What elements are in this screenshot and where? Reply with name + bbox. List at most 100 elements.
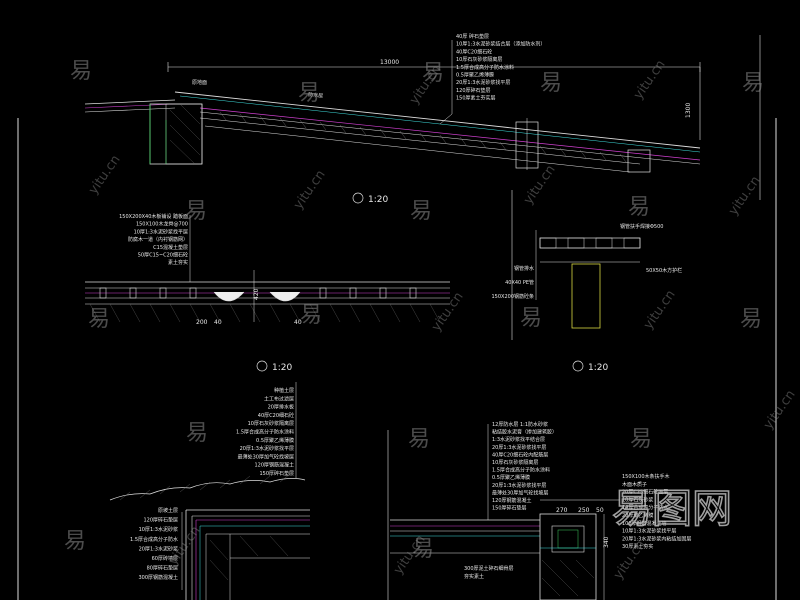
section-deck-notes: 150X200X40木板铺设 踏板面150X100木龙骨@70010厚1:3水泥… <box>119 213 188 266</box>
layer-note: 150厚碎石垫层 <box>259 470 294 477</box>
watermark-char: 易 <box>540 71 562 96</box>
layer-note: 钢管排水 <box>514 265 534 272</box>
layer-note: 40厚C20细石砼 <box>258 412 294 419</box>
dim-200: 200 <box>196 319 208 326</box>
dim-40-right: 40 <box>294 319 302 326</box>
watermark-char: 易 <box>410 199 432 224</box>
layer-note: C15混凝土垫层 <box>153 244 188 251</box>
scale-label: 1:20 <box>272 363 292 373</box>
section-deck: 420 200 40 40 1:20 <box>85 215 450 373</box>
layer-note: 40X40 PE管 <box>505 279 534 286</box>
watermark-logo: 易图网 <box>612 486 732 532</box>
watermark-url: yitu.cn <box>631 58 669 103</box>
watermark-char: 易 <box>520 306 542 331</box>
railing-right-note: 50X50木方护栏 <box>646 267 682 274</box>
layer-note: 20厚聚乙烯膜 <box>622 512 653 519</box>
watermark-url: yitu.cn <box>429 290 467 335</box>
watermark-char: 易 <box>408 427 430 452</box>
layer-note: 最薄处30厚加气砼找坡层 <box>492 489 548 496</box>
layer-note: 100厚钢筋混凝土墙 <box>622 520 667 527</box>
section-planter <box>109 382 310 600</box>
watermark-char: 易 <box>740 307 762 332</box>
layer-note: 10厚石灰砂浆 <box>622 496 653 503</box>
layer-note: 10厚石灰砂浆隔离层 <box>248 420 294 427</box>
dim-270: 270 <box>556 507 568 514</box>
layer-note: 10厚1:3水泥砂浆结合层（添加防水剂） <box>456 41 545 48</box>
watermark-url: yitu.cn <box>726 174 764 219</box>
layer-note: 20厚C25细石砼面层 <box>622 489 668 496</box>
layer-note: 40厚 碎石垫层 <box>456 33 489 40</box>
dim-50: 50 <box>596 507 604 514</box>
section-pool-edge: 270 250 50 340 300厚泥土碎石细骨层 夯实素土 <box>390 424 620 600</box>
layer-note: 1.5厚合成高分子防水涂料 <box>236 429 294 436</box>
section-number-circle <box>256 360 268 372</box>
layer-note: 12厚防水层 1:1防水砂浆 <box>492 421 548 428</box>
layer-note: 1.5厚合成高分子防水 <box>130 536 178 543</box>
layer-note: 150厚素土夯实层 <box>456 95 496 102</box>
watermark-char: 易 <box>412 537 434 562</box>
watermark-char: 易 <box>185 199 207 224</box>
layer-note: 120厚钢筋混凝土 <box>254 462 294 469</box>
layer-note: 120厚碎石垫层 <box>456 87 491 94</box>
layer-note: 10厚1:3水泥砂浆找平层 <box>622 528 676 535</box>
section-ramp-notes: 40厚 碎石垫层10厚1:3水泥砂浆结合层（添加防水剂）40厚C20细石砼10厚… <box>456 33 545 102</box>
label-original-ground: 原地面 <box>192 79 207 86</box>
layer-note: 20厚1:3水泥砂浆找平层 <box>240 445 294 452</box>
section-number-circle <box>352 192 364 204</box>
layer-note: 1.5厚合成高分子防水涂料 <box>492 467 550 474</box>
layer-note: 1.5厚合成高分子防水涂料 <box>456 64 514 71</box>
bottom-note-2: 夯实素土 <box>464 573 484 580</box>
layer-note: 20厚1:3水泥砂浆找平层 <box>492 482 546 489</box>
watermark-char: 易 <box>422 61 444 86</box>
watermark-char: 易 <box>742 71 764 96</box>
layer-note: 150厚碎石垫层 <box>492 505 527 512</box>
section-planter-left-notes: 原坡土层120厚碎石垫层10厚1:3水泥砂浆1.5厚合成高分子防水20厚1:3水… <box>130 507 178 581</box>
layer-note: 10厚石灰砂浆隔离层 <box>456 56 502 63</box>
layer-note: 50厚C15~C20细石砼 <box>138 252 188 259</box>
layer-note: 20厚1:3水泥砂浆找平层 <box>492 444 546 451</box>
layer-note: 10厚石灰砂浆隔离层 <box>492 459 538 466</box>
railing-top-note: 钢管扶手焊接Φ500 <box>620 223 663 230</box>
layer-note: 20厚排水板 <box>268 404 294 411</box>
layer-note: 素土夯实 <box>168 259 188 266</box>
top-dimension: 13000 <box>380 59 399 66</box>
watermark-char: 易 <box>70 59 92 84</box>
layer-note: 20厚1:3水泥砂浆内粘结加固层 <box>622 535 691 542</box>
layer-note: 40厚C20细石砼 <box>456 48 492 55</box>
layer-note: 10厚1:3水泥砂浆找平层 <box>134 228 188 235</box>
watermark-char: 易 <box>64 529 86 554</box>
layer-note: 1:3水泥砂浆找平结合层 <box>492 436 545 443</box>
layer-note: 60厚砖墙层 <box>152 555 178 562</box>
label-waterproof: 防水层 <box>308 91 324 100</box>
layer-note: 土工布过滤层 <box>264 395 294 402</box>
layer-note: 40厚C20细石砼内配筋层 <box>492 451 548 458</box>
section-railing: 钢管扶手焊接Φ500 50X50木方护栏 1:20 <box>535 223 682 373</box>
layer-note: 木面木质子 <box>622 481 647 488</box>
layer-note: 150X200钢筋砼条 <box>491 293 534 300</box>
layer-note: 粘结胶水泥膏（掺加建筑胶） <box>492 429 557 436</box>
watermark-url: yitu.cn <box>291 168 329 213</box>
layer-note: 0.5厚聚乙烯薄膜 <box>492 474 530 481</box>
scale-label: 1:20 <box>588 363 608 373</box>
watermark-char: 易 <box>630 427 652 452</box>
layer-note: 最薄处30厚加气砼找坡层 <box>238 453 294 460</box>
layer-note: 0.5厚聚乙烯薄膜 <box>256 437 294 444</box>
layer-note: 10厚合成高分子防水 <box>622 504 668 511</box>
watermark-url: yitu.cn <box>641 288 679 333</box>
section-pool-edge-notes: 12厚防水层 1:1防水砂浆粘结胶水泥膏（掺加建筑胶）1:3水泥砂浆找平结合层2… <box>492 421 557 512</box>
layer-note: 300厚钢筋混凝土 <box>138 574 178 581</box>
layer-note: 原坡土层 <box>158 507 178 514</box>
watermark-char: 易 <box>300 303 322 328</box>
watermark-char: 易 <box>88 307 110 332</box>
dim-420: 420 <box>253 288 260 300</box>
watermark-char: 易 <box>628 195 650 220</box>
layer-note: 0.5厚聚乙烯薄膜 <box>456 72 494 79</box>
layer-note: 10厚1:3水泥砂浆 <box>139 526 178 533</box>
section-planter-top-notes: 种植土层土工布过滤层20厚排水板40厚C20细石砼10厚石灰砂浆隔离层1.5厚合… <box>236 387 294 477</box>
layer-note: 150X200X40木板铺设 踏板面 <box>119 213 188 220</box>
layer-note: 20厚1:3水泥砂浆 <box>139 545 178 552</box>
section-number-circle <box>572 360 584 372</box>
watermark-char: 易 <box>186 421 208 446</box>
section-pool-edge-right-notes: 150X100木条扶手木木面木质子20厚C25细石砼面层10厚石灰砂浆10厚合成… <box>622 473 691 550</box>
layer-note: 80厚碎石垫层 <box>147 565 178 572</box>
